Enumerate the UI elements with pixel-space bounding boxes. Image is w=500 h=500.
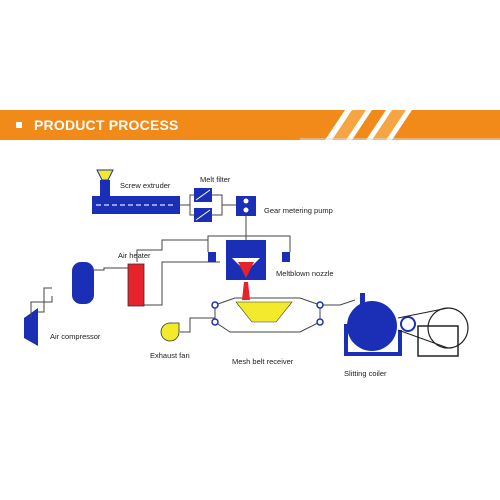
mesh-belt-receiver	[211, 301, 324, 326]
air-compressor	[24, 262, 94, 346]
label-slitting-coiler: Slitting coiler	[344, 369, 387, 378]
air-heater	[127, 263, 145, 307]
label-mesh-belt-receiver: Mesh belt receiver	[232, 357, 294, 366]
gear-metering-pump	[236, 196, 256, 216]
label-melt-filter: Melt filter	[200, 175, 231, 184]
label-exhaust-fan: Exhaust fan	[150, 351, 190, 360]
slitting-coiler	[344, 293, 469, 357]
meltblown-jet	[242, 282, 250, 300]
label-air-heater: Air heater	[118, 251, 151, 260]
meltblown-nozzle	[208, 240, 290, 280]
label-gear-metering-pump: Gear metering pump	[264, 206, 333, 215]
banner-title: PRODUCT PROCESS	[34, 117, 179, 133]
hopper-icon	[96, 169, 114, 181]
process-banner	[0, 110, 500, 140]
exhaust-fan	[160, 322, 180, 342]
label-air-compressor: Air compressor	[50, 332, 101, 341]
banner-bullet	[16, 122, 22, 128]
label-meltblown-nozzle: Meltblown nozzle	[276, 269, 334, 278]
label-screw-extruder: Screw extruder	[120, 181, 171, 190]
screw-extruder	[92, 169, 180, 214]
melt-filter	[194, 188, 212, 222]
